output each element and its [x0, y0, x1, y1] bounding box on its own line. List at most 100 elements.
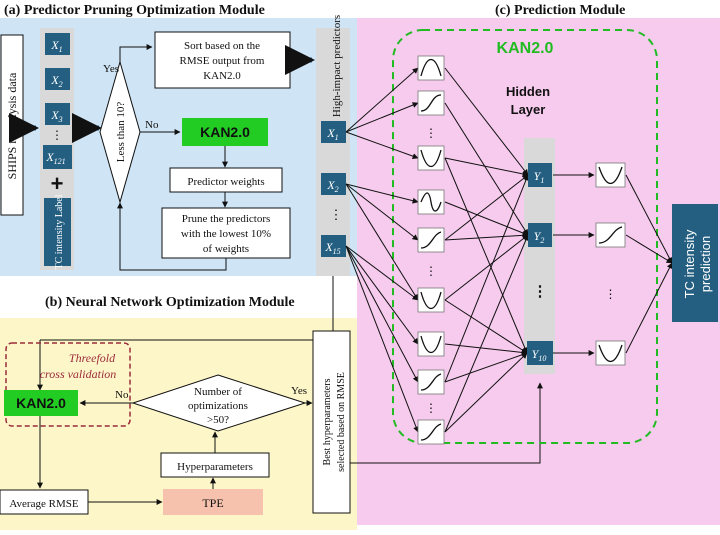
predictor-ellipsis: ⋮ [330, 207, 343, 222]
predictor-node-x15-label: X15 [324, 240, 340, 256]
decision-opt-line-3: >50? [207, 414, 229, 426]
threefold-line-1: Threefold [69, 351, 116, 365]
hidden-layer-line-2: Layer [511, 102, 546, 117]
hidden-node-y10 [527, 341, 553, 365]
input-ellipsis: ⋮ [51, 128, 63, 142]
sort-rmse-line-2: RMSE output from [180, 55, 265, 67]
hyperparameters-label: Hyperparameters [177, 461, 253, 473]
connections-hidden-to-output [553, 172, 673, 356]
edge-activation-to-hidden [444, 174, 529, 383]
kan-box-b-label: KAN2.0 [16, 395, 66, 411]
decision-optimizations [131, 374, 307, 432]
tc-intensity-label-text: TC intensity Label [54, 194, 65, 269]
hidden-node-y2-label: Y2 [534, 229, 545, 245]
output-line-2: prediction [698, 236, 713, 292]
best-hyper-line-2: selected based on RMSE [336, 372, 347, 472]
edge-activation-to-hidden [444, 299, 528, 354]
best-hyperparameters-box [312, 330, 351, 514]
edge-input-to-activation [345, 183, 419, 241]
hidden-ellipsis: ⋮ [533, 284, 548, 300]
edge-activation-to-hidden [444, 234, 529, 301]
title-module-b: (b) Neural Network Optimization Module [45, 295, 295, 310]
edge-input-to-activation [345, 67, 419, 133]
label-yes-a: Yes [103, 63, 119, 75]
edge-activation-to-hidden [444, 352, 528, 433]
arrow-prune-loop-back [117, 202, 227, 271]
input-node-x121 [43, 145, 72, 169]
tc-intensity-label-box [44, 198, 71, 266]
input-node-x2 [45, 68, 70, 90]
title-module-c: (c) Prediction Module [495, 3, 625, 18]
hidden-node-y1 [528, 163, 552, 187]
edge-activation-to-hidden [444, 67, 529, 176]
decision-less-than-10 [99, 60, 141, 204]
edge-input-to-activation [345, 183, 419, 301]
edge-activation-to-output [625, 262, 673, 354]
arrow-decision-yes [119, 44, 153, 62]
activation-curve [420, 192, 442, 212]
threefold-cv-dashed-box [5, 342, 131, 427]
activation-curve [420, 335, 442, 354]
decision-less-than-10-label: Less than 10? [115, 102, 127, 163]
input-node-x1 [45, 33, 70, 55]
edge-activation-to-hidden [444, 102, 529, 236]
kan-box-b [4, 390, 78, 416]
high-impact-label: High-impact predictors [331, 15, 343, 117]
input-node-x121-label: X121 [45, 150, 65, 166]
prune-line-2: with the lowest 10% [181, 228, 271, 240]
activation-curve [420, 291, 442, 310]
arrow-best-to-hidden-layer [350, 382, 543, 464]
edge-activation-to-hidden [444, 201, 529, 236]
sort-rmse-line-3: KAN2.0 [203, 70, 241, 82]
edge-activation-to-hidden [444, 343, 528, 356]
high-impact-column [316, 28, 350, 276]
edge-activation-to-hidden [444, 157, 528, 354]
hidden-node-y2 [528, 223, 552, 247]
kan-dashed-network-box [392, 29, 658, 444]
activation-curve [598, 226, 623, 244]
sort-rmse-line-1: Sort based on the [184, 40, 260, 52]
hidden-node-y1-label: Y1 [534, 169, 545, 185]
edge-input-to-activation [345, 245, 419, 301]
title-module-a: (a) Predictor Pruning Optimization Modul… [4, 3, 265, 18]
output-node [672, 204, 718, 322]
label-no-a: No [145, 119, 159, 131]
threefold-line-2: cross validation [40, 367, 117, 381]
input-node-x3-label: X3 [50, 108, 62, 124]
best-hyper-line-1: Best hyperparameters [322, 378, 333, 465]
edge-activation-to-hidden [444, 157, 529, 177]
activation-column-2: ⋮ [595, 162, 626, 366]
hidden-layer-line-1: Hidden [506, 84, 550, 99]
activation-ellipsis: ⋮ [425, 126, 437, 140]
edge-input-to-activation [345, 245, 419, 433]
decision-opt-line-1: Number of [194, 386, 242, 398]
average-rmse-label: Average RMSE [9, 498, 78, 510]
activation-curve [598, 166, 623, 185]
tpe-box [163, 489, 263, 515]
edge-input-to-activation [345, 102, 419, 133]
kan-network-label: KAN2.0 [497, 40, 554, 57]
connections-input-to-activation [345, 67, 419, 433]
predictor-node-x2 [321, 173, 346, 195]
hidden-node-y10-label: Y10 [532, 347, 547, 363]
predictor-node-x2-label: X2 [326, 178, 338, 194]
prune-line-1: Prune the predictors [182, 213, 271, 225]
label-no-b: No [115, 389, 129, 401]
activation-curve [420, 423, 442, 441]
activation-ellipsis: ⋮ [605, 287, 617, 301]
activation-curve [420, 373, 442, 391]
edge-activation-to-hidden [444, 234, 529, 433]
activation-ellipsis: ⋮ [425, 264, 437, 278]
predictor-node-x1-label: X1 [326, 126, 338, 142]
activation-curve [598, 344, 623, 363]
edge-activation-to-hidden [444, 174, 529, 241]
activation-column-1: ⋮⋮⋮ [417, 55, 445, 445]
kan-box-a-label: KAN2.0 [200, 124, 250, 140]
activation-curve [420, 94, 442, 112]
prune-predictors-box [161, 207, 291, 259]
plus-sign: + [51, 171, 64, 196]
label-yes-b: Yes [291, 385, 307, 397]
tpe-label: TPE [202, 496, 223, 510]
